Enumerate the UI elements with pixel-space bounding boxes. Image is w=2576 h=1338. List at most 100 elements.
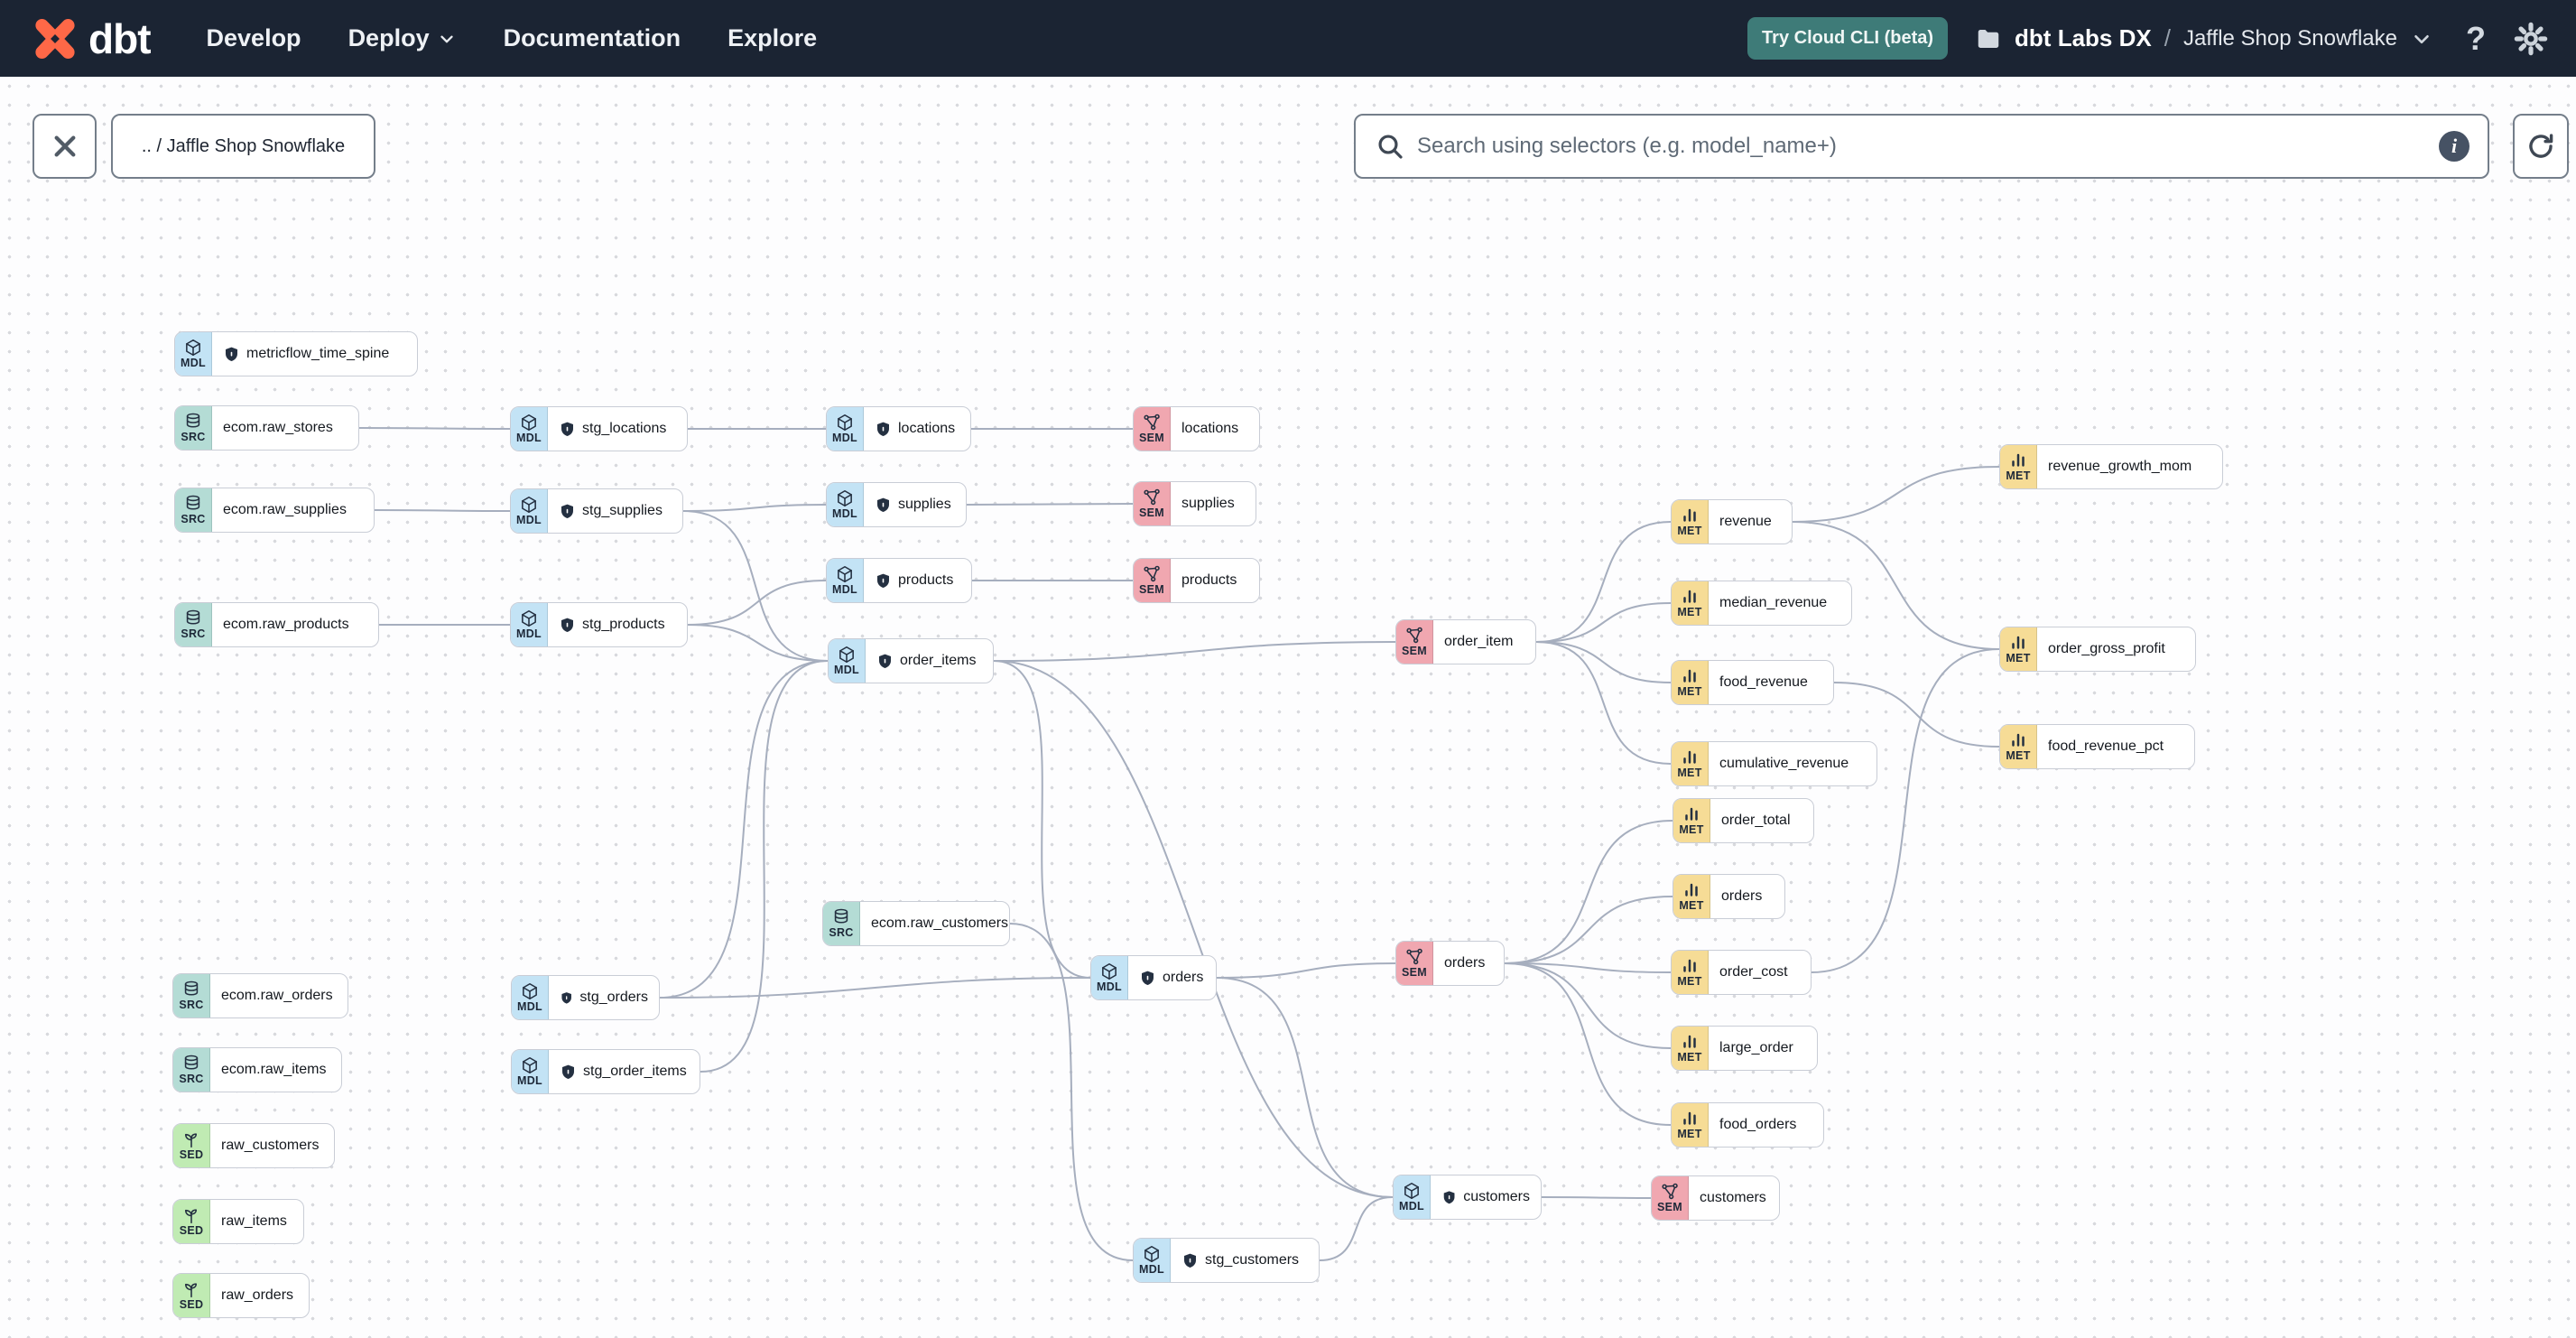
- try-cloud-cli-button[interactable]: Try Cloud CLI (beta): [1747, 17, 1949, 60]
- dbt-logo-icon: [35, 18, 75, 59]
- help-icon[interactable]: ?: [2466, 19, 2486, 57]
- graph-node-met_cumulative_revenue[interactable]: MET cumulative_revenue: [1671, 741, 1877, 786]
- nav-deploy[interactable]: Deploy: [348, 24, 457, 52]
- node-label: stg_locations: [582, 421, 667, 436]
- node-label: metricflow_time_spine: [246, 346, 390, 361]
- node-label: cumulative_revenue: [1719, 756, 1849, 771]
- node-label: ecom.raw_products: [223, 617, 349, 632]
- node-label: locations: [898, 421, 956, 436]
- folder-icon: [1978, 29, 1999, 48]
- search-input[interactable]: [1417, 134, 2439, 159]
- node-label: stg_order_items: [583, 1064, 687, 1079]
- dbt-logo[interactable]: dbt: [31, 14, 152, 63]
- selector-search: i: [1354, 114, 2489, 179]
- node-label: stg_supplies: [582, 503, 663, 518]
- cube-icon: MDL: [829, 639, 866, 683]
- graph-node-stg_supplies[interactable]: MDL stg_supplies: [510, 488, 683, 534]
- lineage-edge: [966, 503, 1134, 506]
- node-label: supplies: [1181, 496, 1235, 511]
- app-header: dbt Develop Deploy Documentation Explore…: [0, 0, 2576, 77]
- node-label: order_gross_profit: [2048, 641, 2165, 656]
- lineage-edge: [374, 509, 511, 512]
- metric-chart-icon: MET: [1672, 1027, 1709, 1070]
- shield-icon: [562, 1064, 574, 1079]
- refresh-icon: [2529, 134, 2553, 158]
- node-label: ecom.raw_supplies: [223, 502, 347, 517]
- cube-icon: MDL: [512, 976, 549, 1019]
- node-label: orders: [1444, 955, 1486, 971]
- node-label: products: [898, 572, 954, 588]
- shield-icon: [877, 573, 889, 588]
- lineage-edge: [682, 504, 827, 512]
- node-label: order_items: [900, 653, 977, 668]
- node-label: orders: [1163, 970, 1204, 985]
- lineage-breadcrumb[interactable]: .. / Jaffle Shop Snowflake: [111, 114, 375, 179]
- metric-chart-icon: MET: [1672, 742, 1709, 785]
- lineage-edge: [1216, 962, 1396, 979]
- info-icon[interactable]: i: [2439, 131, 2469, 162]
- lineage-edge: [687, 580, 827, 626]
- seed-icon: SED: [173, 1200, 210, 1243]
- cube-icon: MDL: [511, 489, 548, 533]
- breadcrumb-divider: /: [2164, 24, 2171, 51]
- shield-icon: [561, 422, 573, 436]
- graph-node-order_items[interactable]: MDL order_items: [828, 638, 994, 683]
- breadcrumb-label: .. / Jaffle Shop Snowflake: [141, 135, 346, 156]
- lineage-edge: [1792, 466, 2000, 523]
- lineage-canvas[interactable]: [0, 77, 2576, 1338]
- node-label: ecom.raw_stores: [223, 420, 333, 435]
- refresh-button[interactable]: [2513, 114, 2569, 179]
- account-switcher[interactable]: dbt Labs DX / Jaffle Shop Snowflake: [1975, 24, 2433, 52]
- node-label: ecom.raw_customers: [871, 915, 1009, 931]
- close-lineage-button[interactable]: [32, 114, 97, 179]
- cube-icon: MDL: [1394, 1175, 1431, 1219]
- lineage-edge: [1504, 962, 1672, 1049]
- nav-explore[interactable]: Explore: [727, 24, 818, 51]
- main-nav: Develop Deploy Documentation Explore: [207, 24, 818, 52]
- gear-icon[interactable]: [2513, 21, 2549, 57]
- nav-documentation[interactable]: Documentation: [503, 24, 681, 51]
- nav-develop[interactable]: Develop: [206, 24, 301, 51]
- metric-chart-icon: MET: [1673, 875, 1710, 918]
- dbt-logo-text: dbt: [88, 14, 152, 62]
- cube-icon: MDL: [511, 603, 548, 646]
